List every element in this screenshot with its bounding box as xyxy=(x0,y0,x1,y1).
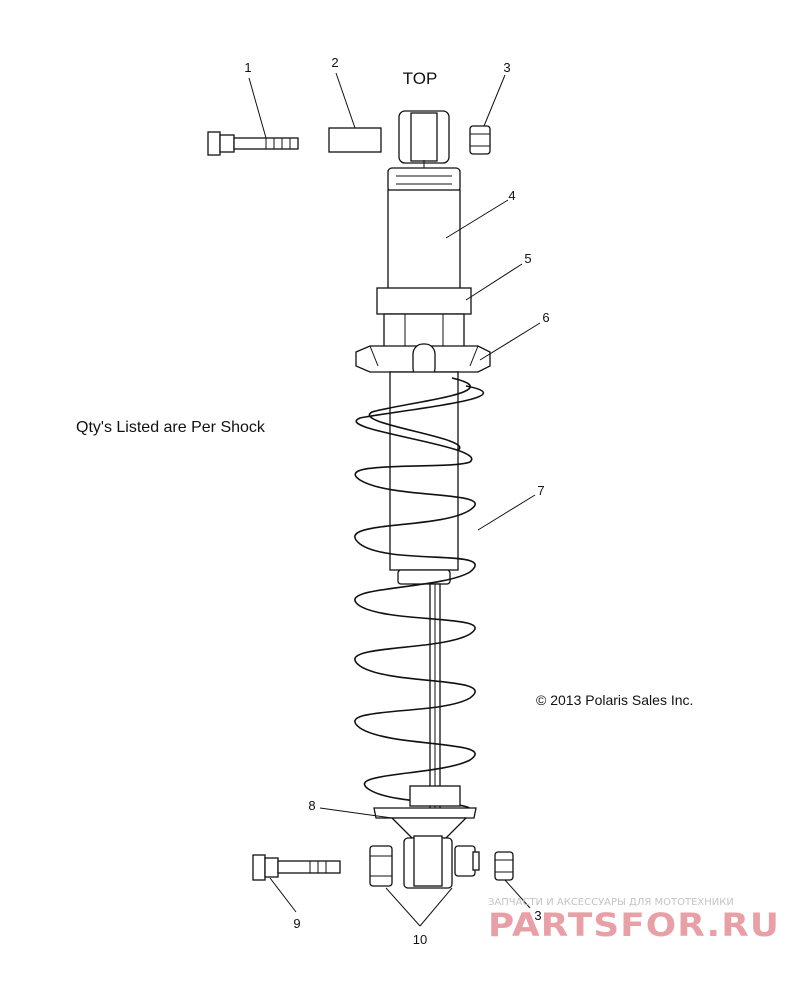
upper-eyelet xyxy=(398,110,450,172)
part-1-bolt xyxy=(207,131,299,156)
watermark-logo: PARTSFOR.RU xyxy=(488,906,780,944)
part-6-retainer xyxy=(355,343,491,379)
part-2-spacer xyxy=(328,127,382,153)
part-8-spring-seat xyxy=(373,785,477,819)
top-label: TOP xyxy=(403,69,438,88)
callout-3-bottom: 3 xyxy=(534,908,541,923)
copyright-text: © 2013 Polaris Sales Inc. xyxy=(536,692,693,708)
callout-9: 9 xyxy=(293,916,300,931)
callout-8: 8 xyxy=(308,798,315,813)
part-4-shock-body xyxy=(387,167,461,291)
qty-note: Qty's Listed are Per Shock xyxy=(76,419,266,436)
callout-2: 2 xyxy=(331,55,338,70)
lower-mount xyxy=(390,817,468,889)
callout-1: 1 xyxy=(244,60,251,75)
leader-lines xyxy=(248,72,541,927)
callout-10: 10 xyxy=(413,932,427,947)
callout-5: 5 xyxy=(524,251,531,266)
callout-3-top: 3 xyxy=(503,60,510,75)
callout-4: 4 xyxy=(508,188,515,203)
part-3-nut-top xyxy=(469,125,491,155)
part-3-nut-bottom xyxy=(494,851,514,881)
callout-7: 7 xyxy=(537,483,544,498)
part-9-bolt xyxy=(252,854,341,881)
watermark: ЗАПЧАСТИ И АКСЕССУАРЫ ДЛЯ МОТОТЕХНИКИ PA… xyxy=(488,897,780,944)
part-5-collar xyxy=(376,287,472,355)
callout-6: 6 xyxy=(542,310,549,325)
part-7-spring xyxy=(354,377,485,813)
watermark-tagline: ЗАПЧАСТИ И АКСЕССУАРЫ ДЛЯ МОТОТЕХНИКИ xyxy=(488,897,734,908)
part-10-bushings xyxy=(369,845,480,887)
damper-body-inner xyxy=(389,371,459,811)
